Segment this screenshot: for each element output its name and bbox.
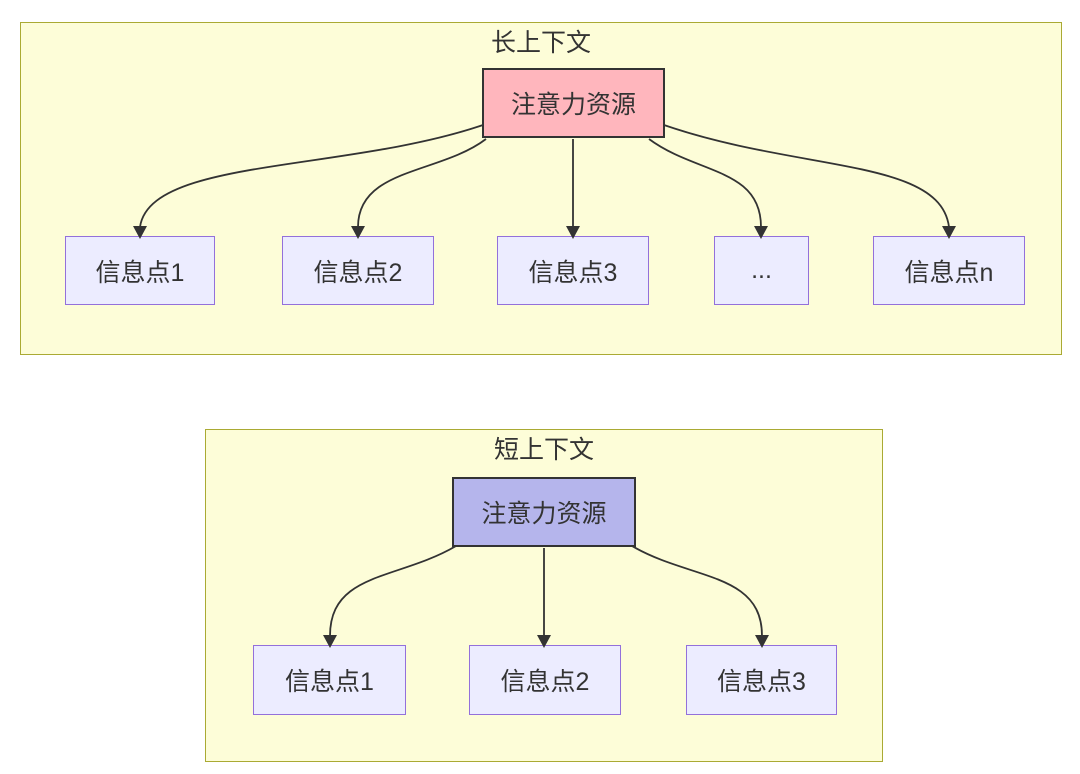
long-context-info-label-1: 信息点1 (95, 258, 185, 287)
long-context-info-label-n: 信息点n (904, 258, 994, 287)
short-context-source-node: 注意力资源 (452, 477, 636, 547)
short-context-source-label: 注意力资源 (481, 500, 607, 528)
long-context-source-label: 注意力资源 (510, 91, 636, 119)
short-context-info-label-3: 信息点3 (717, 668, 806, 696)
long-context-info-node-2: 信息点2 (282, 236, 434, 305)
short-context-info-node-1: 信息点1 (253, 645, 406, 715)
short-context-info-node-2: 信息点2 (469, 645, 621, 715)
long-context-info-node-3: 信息点3 (497, 236, 649, 305)
short-context-info-node-3: 信息点3 (686, 645, 837, 715)
long-context-info-label-ellipsis: ... (751, 256, 772, 284)
long-context-info-node-ellipsis: ... (714, 236, 809, 305)
long-context-info-node-1: 信息点1 (65, 236, 215, 305)
long-context-panel-title: 长上下文 (490, 29, 591, 57)
long-context-info-label-2: 信息点2 (313, 258, 403, 287)
short-context-panel-title: 短上下文 (493, 436, 594, 464)
long-context-info-label-3: 信息点3 (528, 258, 618, 287)
short-context-info-label-1: 信息点1 (285, 668, 374, 696)
long-context-info-node-n: 信息点n (873, 236, 1025, 305)
short-context-info-label-2: 信息点2 (500, 668, 590, 696)
long-context-source-node: 注意力资源 (482, 68, 665, 138)
